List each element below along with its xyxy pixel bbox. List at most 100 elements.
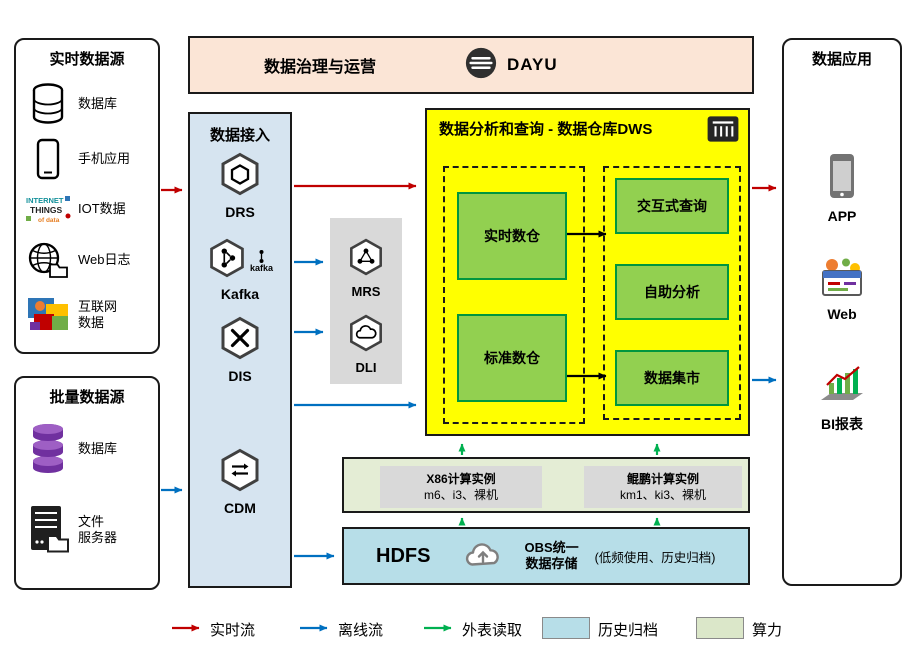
compute-bar: X86计算实例 m6、i3、裸机 鲲鹏计算实例 km1、ki3、裸机 [342, 457, 750, 513]
legend-realtime-label: 实时流 [210, 622, 256, 639]
ingestion-title: 数据接入 [209, 127, 270, 144]
storage-bar: HDFS OBS统一 数据存储 (低频使用、历史归档) [342, 527, 750, 585]
dayu-logo-group: DAYU [464, 46, 558, 85]
legend-external-label: 外表读取 [462, 622, 523, 639]
warehouse-group [443, 166, 585, 424]
svg-text:INTERNET: INTERNET [26, 196, 64, 205]
phone-icon [24, 138, 72, 180]
app-label: APP [827, 208, 857, 224]
bi-report-item: BI报表 [784, 364, 900, 434]
green-box-label: 自助分析 [644, 284, 700, 300]
realtime-sources-panel: 实时数据源 数据库 手机应用 [14, 38, 160, 354]
source-label: 数据库 [78, 95, 118, 111]
service-label: DLI [355, 360, 377, 375]
chip-title: X86计算实例 [426, 471, 496, 486]
internet-icon [24, 294, 72, 336]
bi-report-label: BI报表 [821, 416, 863, 432]
services-group [603, 166, 741, 420]
web-icon [819, 256, 865, 303]
web-item: Web [784, 256, 900, 322]
svg-text:THINGS: THINGS [30, 205, 62, 215]
green-box-label: 实时数仓 [484, 228, 540, 244]
standard-warehouse-box: 标准数仓 [457, 314, 567, 402]
file-server-icon [24, 504, 72, 556]
applications-panel: 数据应用 APP [782, 38, 902, 586]
hdfs-label: HDFS [376, 544, 431, 567]
legend-compute-swatch [696, 617, 744, 639]
source-item-mobile-app: 手机应用 [24, 136, 156, 182]
service-drs: DRS [190, 152, 290, 220]
processing-panel: MRS DLI [330, 218, 402, 384]
ingestion-panel: 数据接入 DRS [188, 112, 292, 588]
source-label: 数据库 [78, 440, 118, 456]
database-icon [24, 82, 72, 126]
drs-icon [218, 152, 262, 201]
web-label: Web [827, 306, 857, 322]
weblog-icon [24, 241, 72, 279]
source-item-database: 数据库 [24, 80, 156, 128]
service-cdm: CDM [190, 448, 290, 516]
chip-subtitle: m6、i3、裸机 [423, 488, 498, 502]
batch-sources-panel: 批量数据源 数据库 [14, 376, 160, 590]
x86-instance-chip: X86计算实例 m6、i3、裸机 [380, 466, 542, 508]
governance-bar: 数据治理与运营 DAYU [188, 36, 754, 94]
service-label: DIS [228, 368, 252, 384]
source-label: IOT数据 [78, 200, 126, 216]
source-label: Web日志 [78, 251, 131, 267]
legend-compute-label: 算力 [752, 622, 783, 639]
bi-report-icon [817, 364, 867, 411]
green-box-label: 交互式查询 [637, 198, 707, 214]
data-mart-box: 数据集市 [615, 350, 729, 406]
source-item-web-log: Web日志 [24, 238, 156, 282]
chip-title: 鲲鹏计算实例 [626, 471, 699, 486]
kunpeng-instance-chip: 鲲鹏计算实例 km1、ki3、裸机 [584, 466, 742, 508]
svg-text:of data: of data [38, 217, 60, 224]
service-kafka: kafka Kafka [190, 238, 290, 302]
source-label: 文件 服务器 [78, 513, 118, 545]
service-label: CDM [224, 500, 256, 516]
kafka-logo-caption: kafka [250, 249, 273, 273]
dws-warehouse-icon [705, 115, 741, 148]
iot-icon: INTERNET THINGS of data [24, 192, 72, 226]
service-dis: DIS [190, 316, 290, 384]
kafka-icon [207, 238, 247, 283]
dws-title: 数据分析和查询 - 数据仓库DWS [439, 121, 653, 138]
dli-icon [347, 314, 385, 357]
obs-cloud-icon [460, 537, 508, 576]
legend-offline-label: 离线流 [338, 622, 384, 639]
realtime-warehouse-box: 实时数仓 [457, 192, 567, 280]
realtime-sources-title: 实时数据源 [49, 51, 125, 68]
legend-archive-swatch [542, 617, 590, 639]
service-label: MRS [351, 284, 381, 299]
storage-note: (低频使用、历史归档) [594, 550, 716, 565]
source-item-batch-database: 数据库 [24, 420, 156, 478]
service-label: DRS [225, 204, 255, 220]
app-icon [827, 152, 857, 205]
self-service-analysis-box: 自助分析 [615, 264, 729, 320]
governance-title: 数据治理与运营 [264, 59, 377, 76]
dayu-icon [464, 46, 498, 85]
mrs-icon [347, 238, 385, 281]
obs-label: OBS统一 数据存储 [524, 539, 579, 571]
source-label: 手机应用 [78, 150, 131, 166]
service-mrs: MRS [330, 238, 402, 299]
app-item: APP [784, 152, 900, 224]
batch-sources-title: 批量数据源 [49, 389, 125, 406]
source-item-iot: INTERNET THINGS of data IOT数据 [24, 188, 156, 230]
dws-panel: 数据分析和查询 - 数据仓库DWS 实时数仓 标准数仓 交互式查询 自助分析 数… [425, 108, 750, 436]
chip-subtitle: km1、ki3、裸机 [619, 488, 706, 502]
source-item-file-server: 文件 服务器 [24, 500, 156, 560]
source-label: 互联网 数据 [78, 298, 118, 330]
green-box-label: 数据集市 [644, 370, 700, 386]
purple-database-icon [24, 421, 72, 477]
interactive-query-box: 交互式查询 [615, 178, 729, 234]
green-box-label: 标准数仓 [484, 350, 540, 366]
service-dli: DLI [330, 314, 402, 375]
dayu-label: DAYU [507, 55, 558, 74]
source-item-internet: 互联网 数据 [24, 288, 156, 342]
applications-title: 数据应用 [811, 51, 872, 68]
service-label: Kafka [220, 286, 260, 302]
dis-icon [218, 316, 262, 365]
cdm-icon [218, 448, 262, 497]
